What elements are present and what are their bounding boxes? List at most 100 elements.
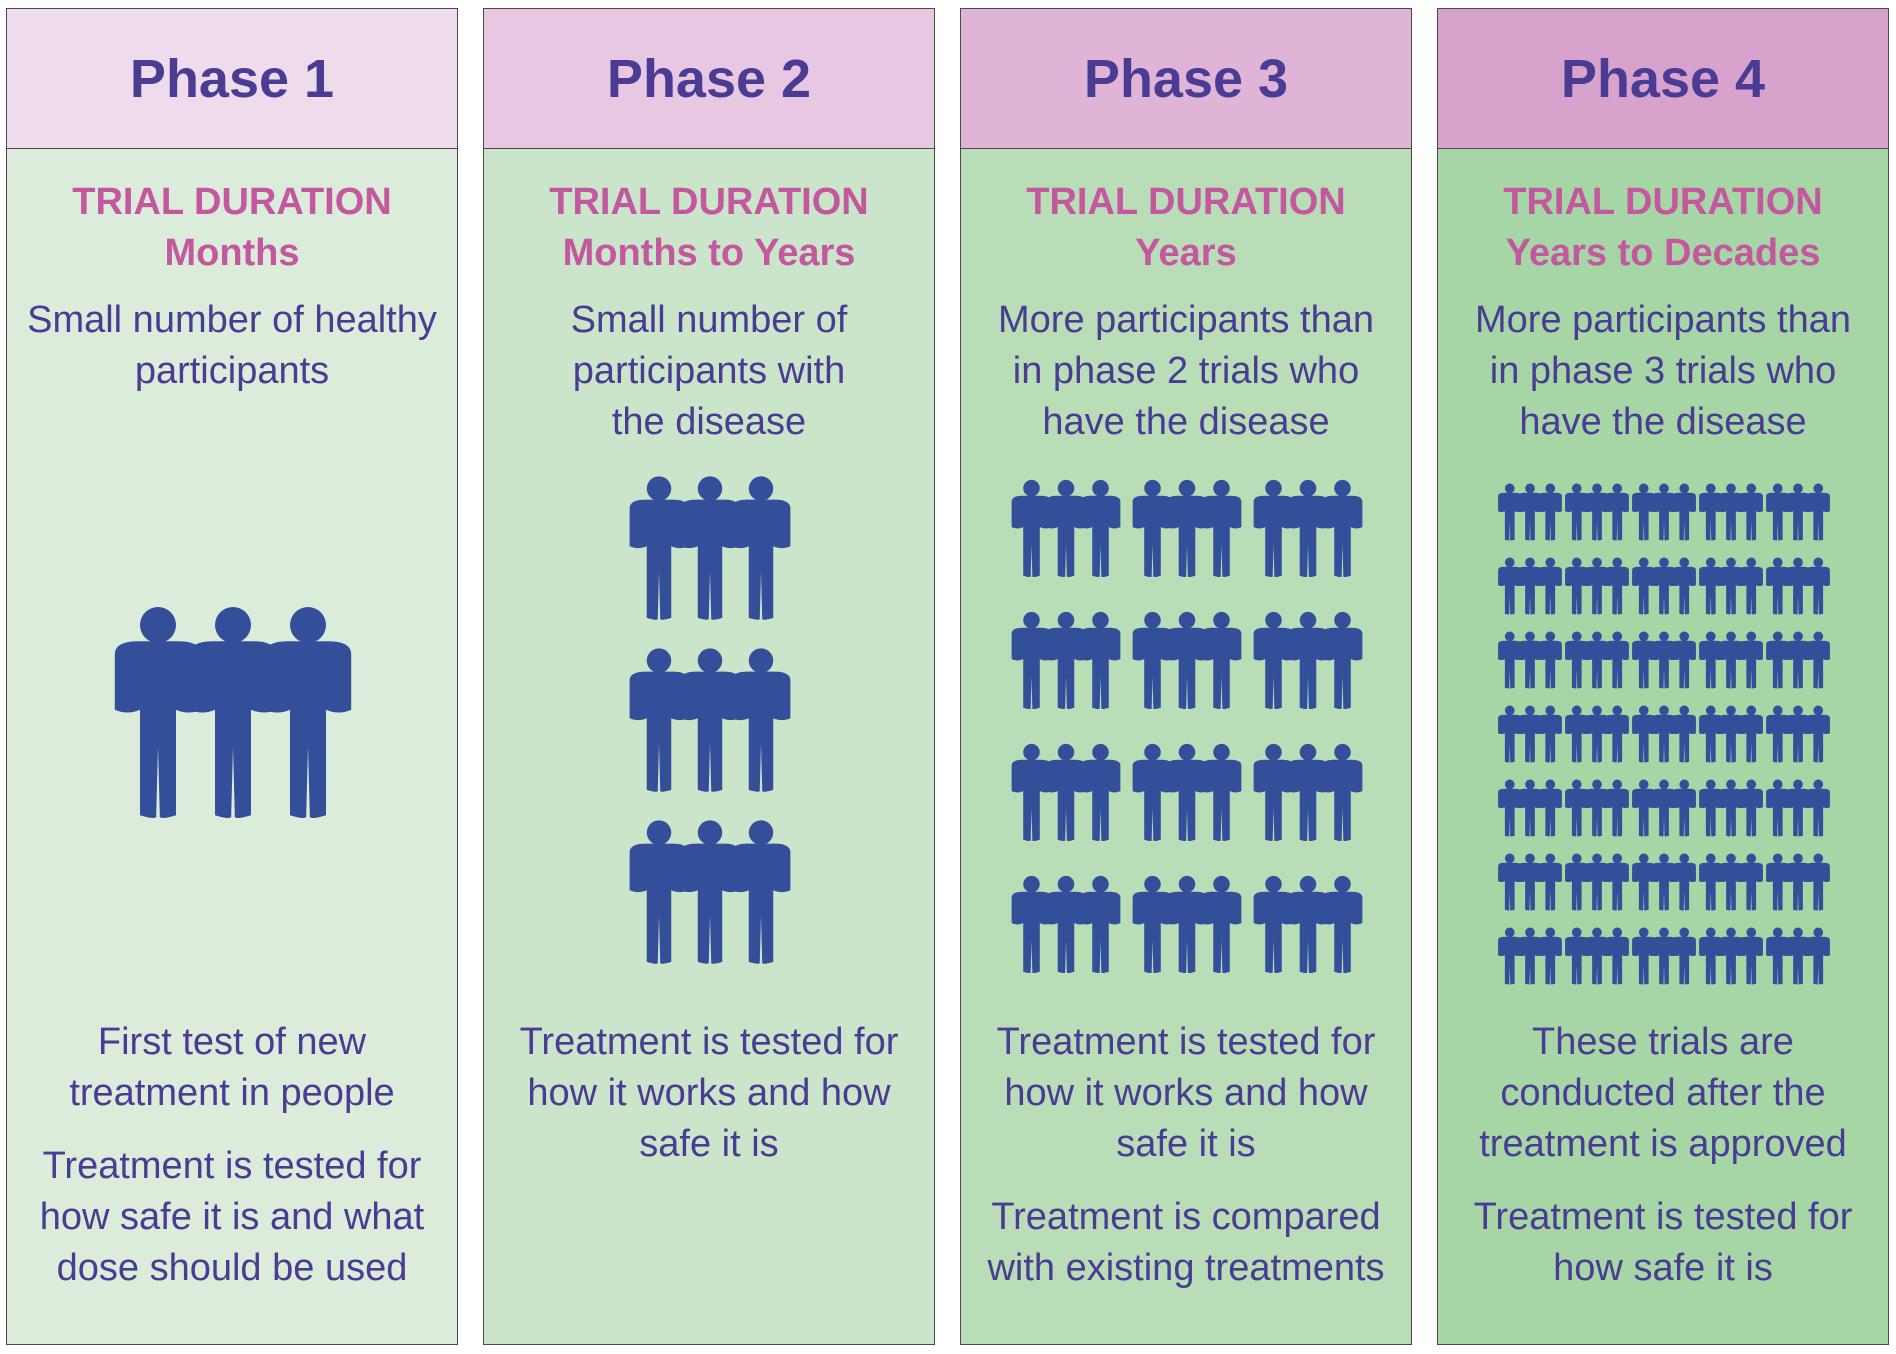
phase-4-participants-text: More participants than in phase 3 trials… (1438, 295, 1888, 448)
three-people-icon (1011, 743, 1121, 841)
three-people-icon (1632, 927, 1696, 985)
phase-3-note-line: safe it is (1116, 1123, 1256, 1165)
three-people-icon (629, 476, 791, 620)
phase-2-note: Treatment is tested for how it works and… (484, 1017, 934, 1170)
three-people-icon (1565, 779, 1629, 837)
three-people-icon (1565, 631, 1629, 689)
phase-2-participants-graphic (629, 476, 791, 964)
phase-1-notes: First test of new treatment in people Tr… (7, 1017, 457, 1316)
three-people-icon (629, 820, 791, 964)
three-people-icon (1565, 483, 1629, 541)
phase-1-duration-value: Months (164, 232, 300, 274)
phase-1-note-line: treatment in people (69, 1072, 395, 1114)
phase-4-participants-line: have the disease (1519, 401, 1807, 443)
three-people-icon (1766, 705, 1830, 763)
phase-4-note: These trials are conducted after the tre… (1438, 1017, 1888, 1170)
phase-1-participants-line: Small number of healthy (27, 299, 437, 341)
three-people-icon (1565, 853, 1629, 911)
phase-3-note-line: Treatment is compared (991, 1196, 1381, 1238)
phase-1-note: First test of new treatment in people (7, 1017, 457, 1119)
three-people-icon (1565, 557, 1629, 615)
phase-2-participants-line: the disease (611, 401, 807, 443)
three-people-icon (1011, 611, 1121, 709)
phase-3-note-line: Treatment is tested for (996, 1021, 1376, 1063)
phase-4-duration: TRIAL DURATION Years to Decades (1438, 177, 1888, 279)
phase-4-note-line: Treatment is tested for (1473, 1196, 1853, 1238)
three-people-icon (1253, 611, 1363, 709)
phase-2-duration-label: TRIAL DURATION (549, 181, 869, 223)
phase-3-header: Phase 3 (961, 9, 1411, 149)
phase-1-body: TRIAL DURATION Months Small number of he… (7, 149, 457, 1344)
three-people-icon (1253, 479, 1363, 577)
phase-2-note-line: Treatment is tested for (519, 1021, 899, 1063)
phase-3-column: Phase 3 TRIAL DURATION Years More partic… (960, 8, 1412, 1345)
phase-2-duration: TRIAL DURATION Months to Years (484, 177, 934, 279)
phase-2-column: Phase 2 TRIAL DURATION Months to Years S… (483, 8, 935, 1345)
phase-3-participants-line: in phase 2 trials who (1012, 350, 1360, 392)
three-people-icon (1498, 853, 1562, 911)
phase-1-duration: TRIAL DURATION Months (7, 177, 457, 279)
phase-3-title: Phase 3 (1083, 48, 1289, 109)
phase-4-duration-value: Years to Decades (1505, 232, 1821, 274)
phase-3-note-line: how it works and how (1004, 1072, 1368, 1114)
phase-3-note-line: with existing treatments (987, 1247, 1385, 1289)
three-people-icon (1632, 779, 1696, 837)
three-people-icon (1766, 927, 1830, 985)
three-people-icon (1632, 853, 1696, 911)
phase-4-title: Phase 4 (1560, 48, 1766, 109)
phase-4-duration-label: TRIAL DURATION (1503, 181, 1823, 223)
three-people-icon (1766, 557, 1830, 615)
phase-2-header: Phase 2 (484, 9, 934, 149)
phase-1-participants-text: Small number of healthy participants (7, 295, 457, 397)
phase-1-title: Phase 1 (129, 48, 335, 109)
phase-3-participants-line: have the disease (1042, 401, 1330, 443)
phase-2-note-line: how it works and how (527, 1072, 891, 1114)
phase-4-column: Phase 4 TRIAL DURATION Years to Decades … (1437, 8, 1889, 1345)
three-people-icon (1766, 483, 1830, 541)
three-people-icon (1699, 557, 1763, 615)
phase-2-notes: Treatment is tested for how it works and… (484, 1017, 934, 1192)
phase-3-note: Treatment is compared with existing trea… (961, 1192, 1411, 1294)
phase-1-duration-label: TRIAL DURATION (72, 181, 392, 223)
phase-3-participants-text: More participants than in phase 2 trials… (961, 295, 1411, 448)
phase-1-note-line: how safe it is and what (39, 1196, 425, 1238)
phase-1-note-line: dose should be used (56, 1247, 408, 1289)
phase-1-note: Treatment is tested for how safe it is a… (7, 1141, 457, 1294)
three-people-icon (1132, 479, 1242, 577)
three-people-icon (1699, 853, 1763, 911)
phase-4-notes: These trials are conducted after the tre… (1438, 1017, 1888, 1316)
phase-1-participants-line: participants (134, 350, 330, 392)
three-people-icon (1766, 631, 1830, 689)
three-people-icon (1498, 705, 1562, 763)
three-people-icon (629, 648, 791, 792)
phase-1-header: Phase 1 (7, 9, 457, 149)
three-people-icon (1498, 927, 1562, 985)
phase-3-duration: TRIAL DURATION Years (961, 177, 1411, 279)
three-people-icon (1699, 631, 1763, 689)
phase-2-duration-value: Months to Years (562, 232, 856, 274)
three-people-icon (1498, 631, 1562, 689)
phase-3-participants-graphic (1011, 479, 1363, 973)
three-people-icon (1011, 875, 1121, 973)
phase-4-header: Phase 4 (1438, 9, 1888, 149)
three-people-icon (1498, 557, 1562, 615)
phase-1-column: Phase 1 TRIAL DURATION Months Small numb… (6, 8, 458, 1345)
phase-2-participants-line: participants with (572, 350, 846, 392)
phase-4-note-line: treatment is approved (1479, 1123, 1847, 1165)
phase-4-participants-graphic (1498, 483, 1830, 985)
three-people-icon (1632, 483, 1696, 541)
three-people-icon (1132, 611, 1242, 709)
three-people-icon (1132, 743, 1242, 841)
phase-3-note: Treatment is tested for how it works and… (961, 1017, 1411, 1170)
phase-2-title: Phase 2 (606, 48, 812, 109)
three-people-icon (1253, 743, 1363, 841)
three-people-icon (1253, 875, 1363, 973)
phase-1-note-line: Treatment is tested for (42, 1145, 422, 1187)
phase-3-duration-value: Years (1135, 232, 1237, 274)
three-people-icon (1766, 779, 1830, 837)
three-people-icon (1766, 853, 1830, 911)
three-people-icon (1132, 875, 1242, 973)
three-people-icon (1699, 705, 1763, 763)
phase-3-notes: Treatment is tested for how it works and… (961, 1017, 1411, 1316)
